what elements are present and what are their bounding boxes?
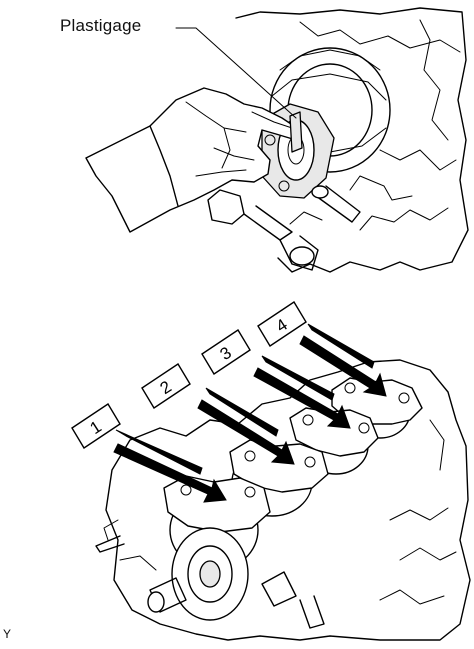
bearing-cap-callout-2: 2 (141, 363, 295, 465)
bearing-cap-callout-4: 4 (257, 301, 387, 397)
bottom-illustration: 1 2 3 4 (71, 301, 471, 641)
figure-mark: Y (3, 627, 12, 641)
plastigage-label: Plastigage (60, 16, 142, 35)
bearing-cap-callout-3: 3 (201, 329, 351, 429)
bearing-cap-callout-1: 1 (71, 403, 227, 503)
top-illustration (85, 7, 469, 273)
